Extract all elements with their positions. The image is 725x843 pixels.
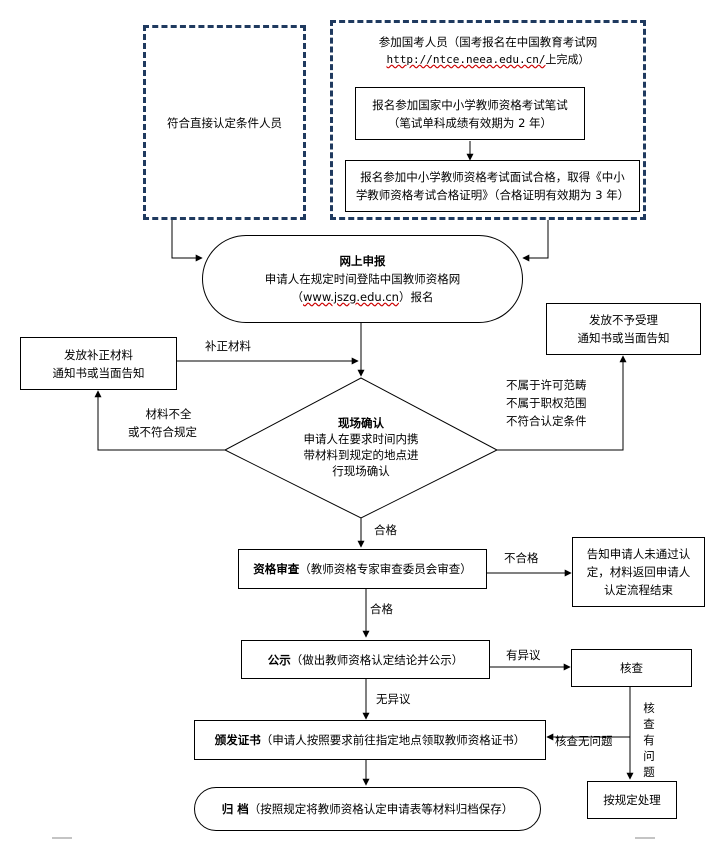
online-line2-suffix: ）报名 (398, 290, 434, 304)
issue-desc: （申请人按照要求前往指定地点领取教师资格证书） (260, 733, 526, 747)
archive-desc: （按照规定将教师资格认定申请表等材料归档保存） (248, 802, 514, 816)
written-exam-box: 报名参加国家中小学教师资格考试笔试 （笔试单科成绩有效期为 2 年） (355, 87, 585, 140)
online-application-box: 网上申报 申请人在规定时间登陆中国教师资格网 （www.jszg.edu.cn）… (202, 235, 523, 323)
supplement-line1: 发放补正材料 (64, 347, 133, 362)
online-line1: 申请人在规定时间登陆中国教师资格网 (264, 272, 461, 286)
handle-box: 按规定处理 (587, 781, 677, 819)
ineligible-line3: 不符合认定条件 (506, 414, 587, 428)
qual-desc: （教师资格专家审查委员会审查） (299, 562, 472, 576)
qualification-review-box: 资格审查（教师资格专家审查委员会审查） (238, 549, 487, 589)
fail-notice-box: 告知申请人未通过认 定，材料返回申请人 认定流程结束 (572, 537, 705, 607)
arrow-verify-to-issue (546, 687, 631, 741)
verify-ok-label: 核查无问题 (555, 734, 613, 748)
arrow-onsite-to-supplement (94, 390, 225, 451)
pass-label-2: 合格 (370, 602, 393, 616)
written-exam-line2: （笔试单科成绩有效期为 2 年） (387, 115, 553, 130)
incomplete-label-line2: 或不符合规定 (128, 425, 197, 439)
ineligible-label: 不属于许可范畴 不属于职权范围 不符合认定条件 (506, 376, 587, 430)
public-title: 公示 (267, 652, 291, 667)
supplement-notice-box: 发放补正材料 通知书或当面告知 (20, 337, 177, 390)
exam-url-line: http://ntce.neea.edu.cn/上完成） (387, 51, 590, 69)
interview-line1: 报名参加中小学教师资格考试面试合格，取得《中小 (360, 170, 625, 184)
online-paren-open: （ (291, 290, 304, 304)
qual-title: 资格审查 (253, 562, 300, 576)
issue-title: 颁发证书 (214, 733, 261, 747)
onsite-confirm-text: 现场确认 申请人在要求时间内携 带材料到规定的地点进 行现场确认 (290, 415, 432, 479)
ineligible-line2: 不属于职权范围 (506, 396, 587, 410)
objection-label: 有异议 (506, 648, 541, 662)
incomplete-materials-label: 材料不全 或不符合规定 (128, 405, 197, 441)
exam-url-link[interactable]: http://ntce.neea.edu.cn/ (386, 53, 546, 66)
reject-line2: 通知书或当面告知 (577, 331, 670, 345)
verify-problem-label: 核查有问题 (643, 701, 655, 779)
onsite-line3: 行现场确认 (332, 464, 390, 478)
arrow-onsite-to-reject (495, 355, 627, 451)
archive-title: 归 档 (221, 802, 249, 816)
onsite-line1: 申请人在要求时间内携 (303, 432, 419, 446)
fail-line2: 定，材料返回申请人 (586, 565, 691, 579)
incomplete-label-line1: 材料不全 (145, 407, 192, 421)
archive-box: 归 档（按照规定将教师资格认定申请表等材料归档保存） (194, 787, 541, 831)
exam-url-suffix: 上完成） (545, 53, 590, 66)
arrow-exam-to-online (522, 220, 549, 262)
pass-label-1: 合格 (374, 523, 397, 537)
online-url-link[interactable]: www.jszg.edu.cn (303, 290, 399, 304)
onsite-line2: 带材料到规定的地点进 (303, 448, 419, 462)
fail-line3: 认定流程结束 (604, 583, 673, 597)
interview-box: 报名参加中小学教师资格考试面试合格，取得《中小 学教师资格考试合格证明》（合格证… (345, 160, 640, 212)
exam-title: 参加国考人员（国考报名在中国教育考试网 (378, 35, 598, 49)
online-line2: （www.jszg.edu.cn）报名 (292, 288, 434, 306)
reject-notice-box: 发放不予受理 通知书或当面告知 (546, 303, 701, 355)
direct-applicant-box: 符合直接认定条件人员 (143, 25, 306, 220)
interview-line2: 学教师资格考试合格证明》（合格证明有效期为 3 年） (355, 188, 630, 202)
ineligible-line1: 不属于许可范畴 (506, 378, 587, 392)
handle-label: 按规定处理 (603, 793, 661, 807)
written-exam-line1: 报名参加国家中小学教师资格考试笔试 (372, 97, 568, 112)
direct-applicant-label: 符合直接认定条件人员 (167, 115, 282, 130)
supplement-line2: 通知书或当面告知 (52, 365, 145, 380)
supplement-arrow-label: 补正材料 (205, 339, 251, 353)
fail-label: 不合格 (504, 551, 539, 565)
verify-box: 核查 (571, 649, 692, 687)
no-objection-label: 无异议 (376, 692, 411, 706)
exam-applicant-box: 参加国考人员（国考报名在中国教育考试网 http://ntce.neea.edu… (330, 20, 646, 220)
reject-line1: 发放不予受理 (589, 313, 658, 327)
public-notice-box: 公示（做出教师资格认定结论并公示） (241, 640, 490, 679)
onsite-diamond (223, 377, 499, 519)
online-title: 网上申报 (339, 254, 386, 268)
arrow-direct-to-online (171, 220, 203, 262)
onsite-title: 现场确认 (338, 416, 384, 430)
verify-label: 核查 (620, 661, 643, 675)
fail-line1: 告知申请人未通过认 (586, 547, 691, 561)
issue-certificate-box: 颁发证书（申请人按照要求前往指定地点领取教师资格证书） (194, 720, 546, 760)
public-desc: （做出教师资格认定结论并公示） (290, 652, 464, 667)
